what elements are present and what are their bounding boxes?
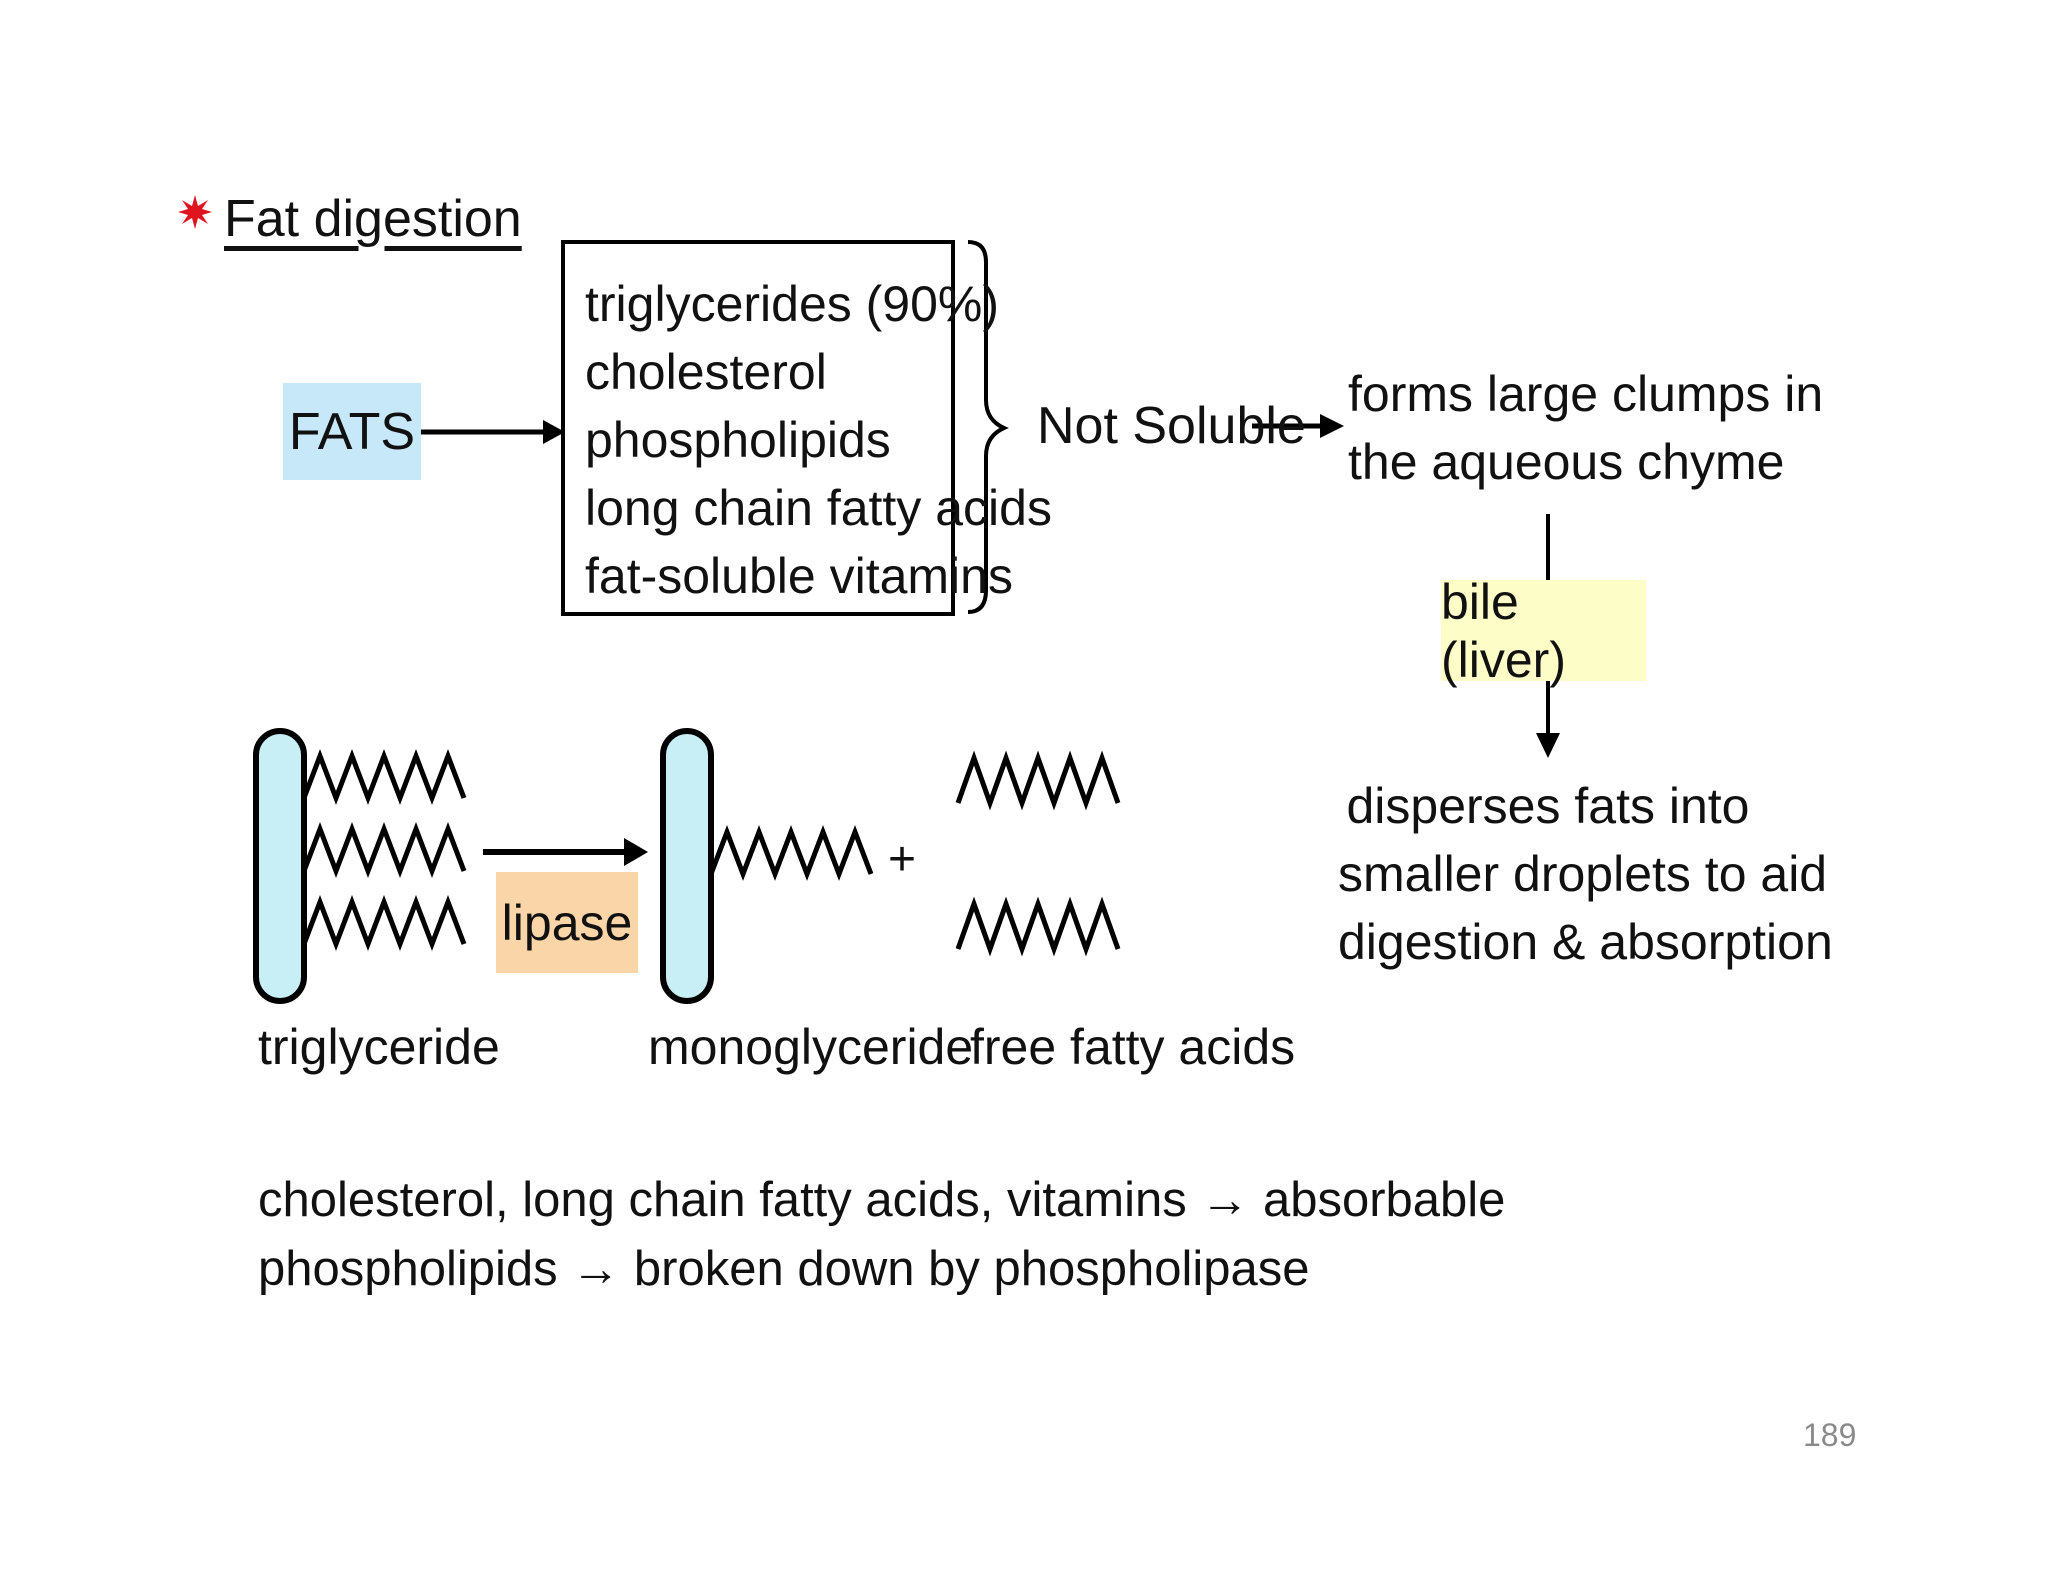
component-item: triglycerides (90%)	[585, 276, 1000, 332]
component-item: cholesterol	[585, 344, 827, 400]
bile-box: bile (liver)	[1441, 574, 1646, 688]
clumps-line: the aqueous chyme	[1348, 434, 1785, 490]
component-item: long chain fatty acids	[585, 480, 1052, 536]
component-item: fat-soluble vitamins	[585, 548, 1013, 604]
free-fatty-acids-label: free fatty acids	[970, 1019, 1296, 1075]
disperses-text: disperses fats into smaller droplets to …	[1338, 772, 1833, 976]
disperses-line: disperses fats into	[1346, 778, 1750, 834]
clumps-text: forms large clumps in the aqueous chyme	[1348, 360, 1824, 496]
fats-label: FATS	[288, 402, 416, 461]
curly-brace	[967, 240, 1009, 614]
clumps-line: forms large clumps in	[1348, 366, 1824, 422]
page-number: 189	[1803, 1417, 1857, 1453]
summary-line: cholesterol, long chain fatty acids, vit…	[258, 1173, 1506, 1227]
summary: cholesterol, long chain fatty acids, vit…	[258, 1166, 1505, 1304]
lipase-box: lipase	[496, 872, 638, 973]
arrow-fats-to-list	[421, 420, 565, 444]
bile-label: bile (liver)	[1441, 573, 1566, 688]
triglyceride-molecule	[253, 728, 467, 1004]
disperses-line: digestion & absorption	[1338, 914, 1833, 970]
free-fatty-acids	[955, 750, 1121, 957]
fatty-acid-chain	[301, 821, 467, 879]
component-item: phospholipids	[585, 412, 891, 468]
fat-components-box: triglycerides (90%) cholesterol phosphol…	[561, 240, 1052, 616]
star-bullet-icon	[178, 195, 212, 229]
glycerol-backbone	[660, 728, 714, 1004]
disperses-line: smaller droplets to aid	[1338, 846, 1828, 902]
fatty-acid-chain	[955, 750, 1121, 811]
plus-sign: +	[888, 833, 917, 886]
arrow-lipase-reaction	[483, 838, 648, 866]
fatty-acid-chain	[955, 896, 1121, 957]
fatty-acid-chain	[708, 824, 874, 882]
not-soluble-label: Not Soluble	[1037, 397, 1306, 455]
summary-line: phospholipids → broken down by phospholi…	[258, 1242, 1310, 1296]
triglyceride-label: triglyceride	[258, 1019, 500, 1075]
slide-title: Fat digestion	[224, 190, 522, 248]
fatty-acid-chain	[301, 748, 467, 806]
monoglyceride-label: monoglyceride	[648, 1019, 974, 1075]
arrow-insoluble-to-clumps	[1252, 414, 1344, 438]
fatty-acid-chain	[301, 894, 467, 952]
glycerol-backbone	[253, 728, 307, 1004]
lipase-label: lipase	[501, 894, 633, 951]
monoglyceride-molecule	[660, 728, 874, 1004]
arrow-bile-to-disperses	[1536, 681, 1560, 758]
fats-box: FATS	[283, 383, 421, 480]
